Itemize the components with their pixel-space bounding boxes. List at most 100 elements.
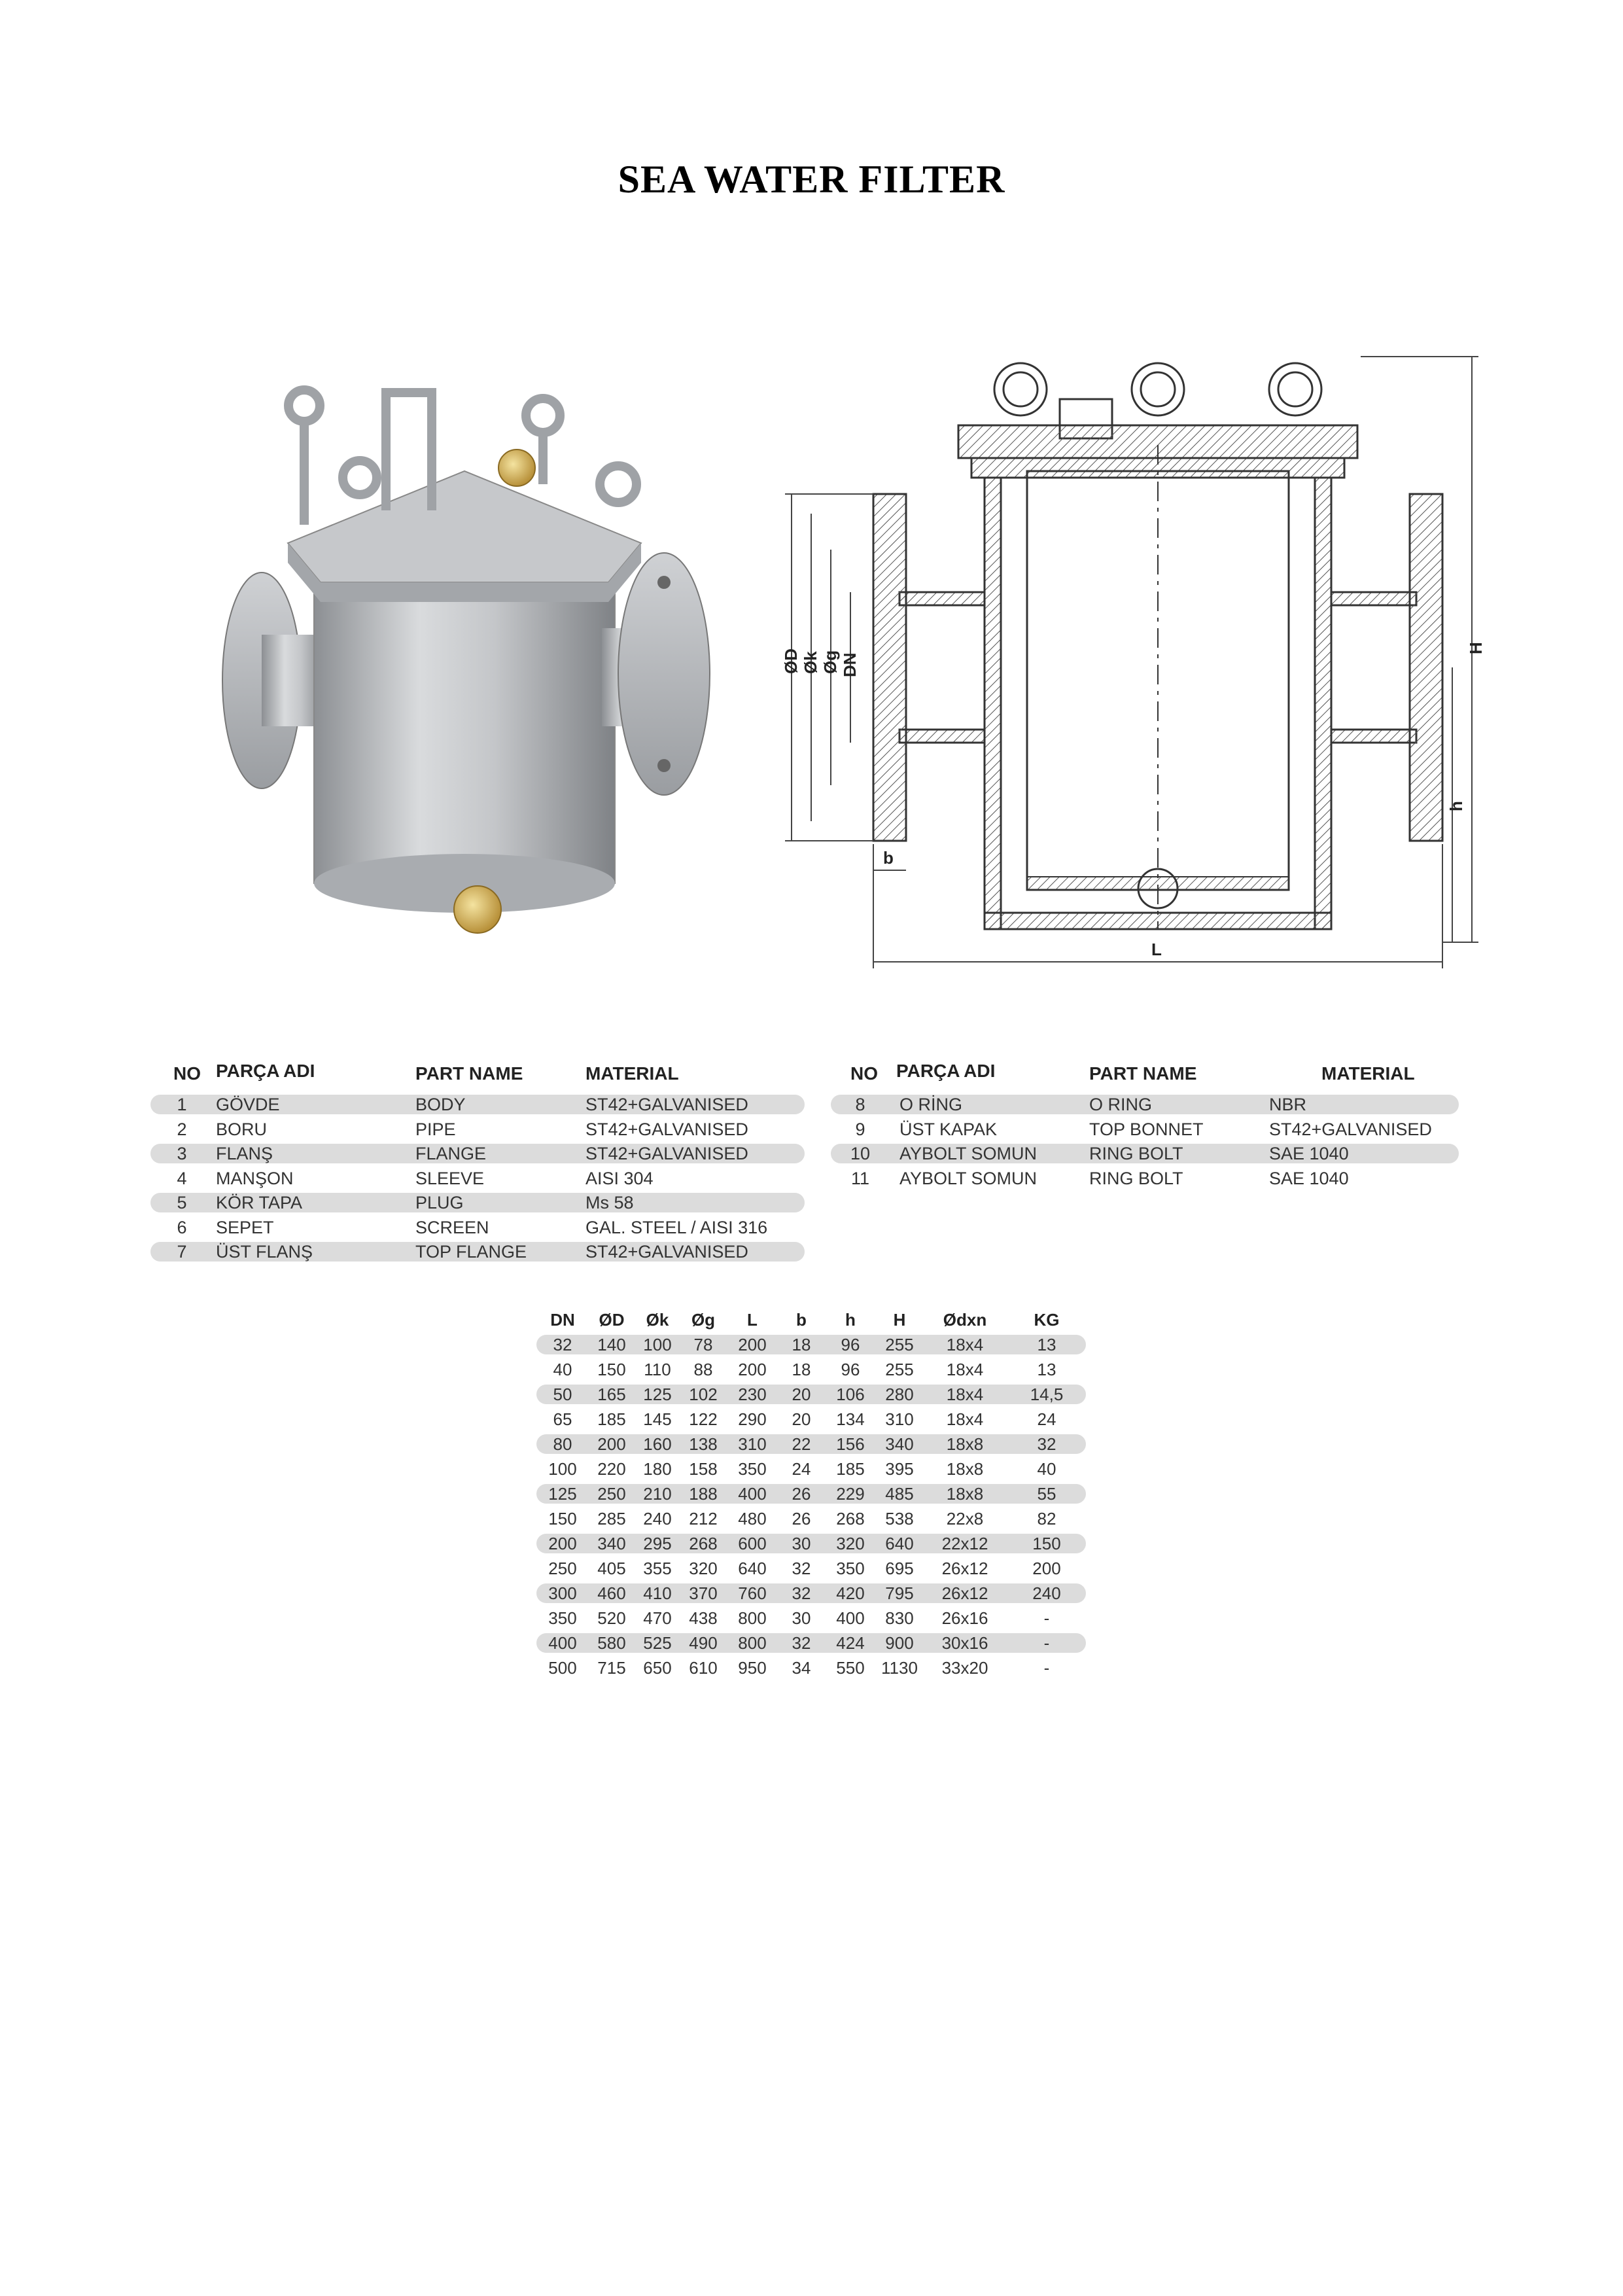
dims-cell: 100: [643, 1335, 672, 1354]
dims-cell: 240: [1032, 1583, 1061, 1603]
dims-cell: 106: [836, 1385, 865, 1404]
dims-cell: 55: [1037, 1484, 1056, 1504]
cell-parca-adi: ÜST FLANŞ: [216, 1242, 313, 1262]
label-OD: ØD: [781, 648, 801, 674]
cell-part-name: TOP FLANGE: [415, 1242, 527, 1262]
dims-header-cell: Ødxn: [943, 1310, 987, 1330]
cell-material: NBR: [1269, 1095, 1307, 1114]
dims-cell: 255: [885, 1335, 914, 1354]
dims-cell: 26x12: [941, 1583, 988, 1603]
dims-cell: 78: [693, 1335, 713, 1354]
dims-cell: 800: [738, 1633, 767, 1653]
dims-cell: 65: [553, 1409, 572, 1429]
dims-cell: 400: [836, 1608, 865, 1628]
dims-cell: 950: [738, 1658, 767, 1678]
dims-cell: 250: [548, 1559, 577, 1578]
dims-cell: 350: [548, 1608, 577, 1628]
dims-cell: 34: [792, 1658, 811, 1678]
cell-material: Ms 58: [585, 1193, 634, 1212]
dims-cell: 125: [548, 1484, 577, 1504]
dims-cell: 14,5: [1030, 1385, 1064, 1404]
dims-cell: 240: [643, 1509, 672, 1528]
dims-cell: 480: [738, 1509, 767, 1528]
cell-parca-adi: AYBOLT SOMUN: [899, 1168, 1038, 1188]
dims-cell: 30: [792, 1608, 811, 1628]
dims-cell: 26x16: [941, 1608, 988, 1628]
dims-cell: 138: [689, 1434, 718, 1454]
dims-cell: 320: [689, 1559, 718, 1578]
label-Ok: Øk: [801, 651, 820, 674]
dims-cell: 200: [738, 1360, 767, 1379]
dims-header-cell: H: [893, 1310, 906, 1330]
cell-material: ST42+GALVANISED: [585, 1144, 748, 1163]
header-part-name: PART NAME: [415, 1063, 523, 1084]
dims-cell: 122: [689, 1409, 718, 1429]
cell-parca-adi: ÜST KAPAK: [899, 1119, 998, 1139]
cell-part-name: BODY: [415, 1095, 466, 1114]
cell-no: 6: [177, 1217, 187, 1237]
dims-cell: 290: [738, 1409, 767, 1429]
header-no: NO: [173, 1063, 201, 1084]
dims-cell: 310: [738, 1434, 767, 1454]
dims-cell: 18x4: [946, 1360, 984, 1379]
dims-cell: 156: [836, 1434, 865, 1454]
dims-cell: 460: [597, 1583, 626, 1603]
cell-parca-adi: SEPET: [216, 1217, 274, 1237]
cell-parca-adi: BORU: [216, 1119, 268, 1139]
dims-cell: 640: [738, 1559, 767, 1578]
cell-no: 2: [177, 1119, 187, 1139]
dims-cell: 96: [841, 1335, 860, 1354]
dims-cell: 32: [553, 1335, 572, 1354]
dims-cell: 40: [1037, 1459, 1056, 1479]
dims-cell: 26x12: [941, 1559, 988, 1578]
dims-header-cell: DN: [550, 1310, 575, 1330]
dims-cell: -: [1043, 1658, 1050, 1678]
dims-cell: 395: [885, 1459, 914, 1479]
dims-cell: 20: [792, 1409, 811, 1429]
dims-cell: 22x12: [941, 1534, 988, 1553]
cell-no: 3: [177, 1144, 187, 1163]
dims-cell: 145: [643, 1409, 672, 1429]
dims-cell: 50: [553, 1385, 572, 1404]
dims-cell: 160: [643, 1434, 672, 1454]
dims-cell: 424: [836, 1633, 865, 1653]
cell-material: ST42+GALVANISED: [585, 1242, 748, 1262]
dims-cell: 255: [885, 1360, 914, 1379]
dims-cell: 400: [548, 1633, 577, 1653]
dims-cell: 32: [792, 1583, 811, 1603]
dims-cell: 410: [643, 1583, 672, 1603]
dims-cell: 210: [643, 1484, 672, 1504]
dims-cell: 760: [738, 1583, 767, 1603]
dims-cell: 250: [597, 1484, 626, 1504]
dims-cell: 88: [693, 1360, 713, 1379]
cell-no: 1: [177, 1095, 187, 1114]
dims-cell: 640: [885, 1534, 914, 1553]
cell-material: AISI 304: [585, 1168, 654, 1188]
dims-cell: 185: [597, 1409, 626, 1429]
dims-cell: 470: [643, 1608, 672, 1628]
header-parca-adi: PARÇA ADI: [896, 1061, 996, 1081]
dims-cell: 268: [836, 1509, 865, 1528]
cell-parca-adi: AYBOLT SOMUN: [899, 1144, 1038, 1163]
dims-cell: 13: [1037, 1360, 1056, 1379]
dims-cell: 134: [836, 1409, 865, 1429]
cell-material: ST42+GALVANISED: [1269, 1119, 1432, 1139]
dims-header-cell: Øg: [691, 1310, 716, 1330]
dims-cell: 200: [1032, 1559, 1061, 1578]
dims-cell: 295: [643, 1534, 672, 1553]
dims-cell: 350: [836, 1559, 865, 1578]
filter-photo: [222, 385, 710, 934]
dims-header-cell: Øk: [646, 1310, 669, 1330]
dims-cell: 795: [885, 1583, 914, 1603]
dims-header-cell: b: [796, 1310, 807, 1330]
dims-cell: 405: [597, 1559, 626, 1578]
dims-cell: 33x20: [941, 1658, 988, 1678]
dims-header-cell: ØD: [599, 1310, 625, 1330]
